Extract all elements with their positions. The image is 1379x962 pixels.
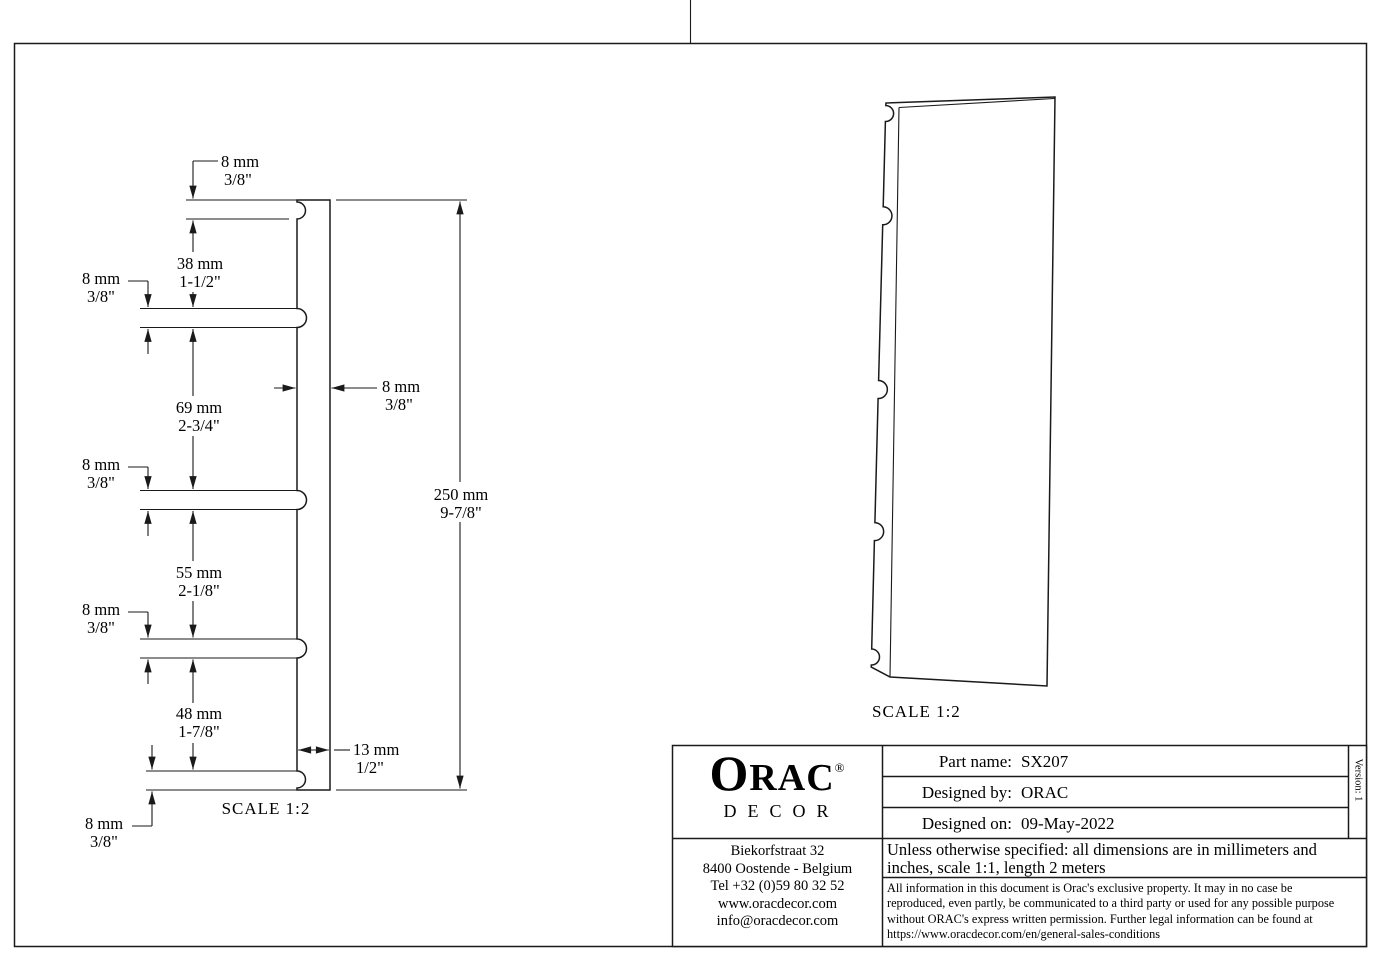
dim-thickness-8-inch: 3/8" xyxy=(385,395,413,414)
dim-55-mm: 55 mm xyxy=(176,563,222,582)
address-line-city: 8400 Oostende - Belgium xyxy=(702,860,853,877)
dim-250-inch: 9-7/8" xyxy=(440,503,482,522)
extension-lines xyxy=(140,199,467,791)
address-line-email: info@oracdecor.com xyxy=(716,913,839,930)
title-block-frame xyxy=(671,744,1368,948)
registered-trademark-icon: ® xyxy=(834,760,846,775)
dimension-labels: 8 mm 3/8" 38 mm 1-1/2" 8 mm 3/8" 69 mm 2… xyxy=(82,152,488,851)
dim-bottom-8-mm: 8 mm xyxy=(85,814,123,833)
front-left-corner-edge xyxy=(889,107,900,678)
company-address: Biekorfstraat 32 8400 Oostende - Belgium… xyxy=(684,843,871,931)
board-outline xyxy=(870,96,1056,687)
dim-groove3-8-inch: 3/8" xyxy=(87,618,115,637)
profile-outline xyxy=(296,199,331,791)
orac-logo: ORAC® DECOR xyxy=(684,746,871,822)
dim-38-mm: 38 mm xyxy=(177,254,223,273)
top-front-edge xyxy=(898,97,1055,109)
part-name-value: SX207 xyxy=(1021,752,1069,771)
dim-38-inch: 1-1/2" xyxy=(179,272,221,291)
version-label: Version: 1 xyxy=(1352,758,1364,802)
profile-section-view: 8 mm 3/8" 38 mm 1-1/2" 8 mm 3/8" 69 mm 2… xyxy=(82,152,495,851)
orac-logo-wordmark: ORAC® xyxy=(684,746,871,800)
dim-69-mm: 69 mm xyxy=(176,398,222,417)
dim-groove2-8-mm: 8 mm xyxy=(82,455,120,474)
designed-on-label: Designed on: xyxy=(921,814,1012,833)
dim-250-mm: 250 mm xyxy=(434,485,489,504)
part-name-label: Part name: xyxy=(938,752,1012,771)
perspective-scale-label: SCALE 1:2 xyxy=(872,702,961,721)
designed-on-value: 09-May-2022 xyxy=(1021,814,1115,833)
dim-69-inch: 2-3/4" xyxy=(178,416,220,435)
dim-groove1-8-inch: 3/8" xyxy=(87,287,115,306)
title-block-grid xyxy=(671,744,1368,948)
dim-48-mm: 48 mm xyxy=(176,704,222,723)
perspective-view: SCALE 1:2 xyxy=(870,96,1056,721)
dimension-label-backgrounds xyxy=(169,252,495,743)
address-line-street: Biekorfstraat 32 xyxy=(730,843,825,859)
dim-groove1-8-mm: 8 mm xyxy=(82,269,120,288)
designed-by-value: ORAC xyxy=(1021,783,1069,802)
spec-note: Unless otherwise specified: all dimensio… xyxy=(887,840,1317,878)
orac-logo-text: ORAC xyxy=(709,745,835,801)
dim-bottom-8-inch: 3/8" xyxy=(90,832,118,851)
designed-by-label: Designed by: xyxy=(921,783,1012,802)
dim-top-8-mm: 8 mm xyxy=(221,152,259,171)
profile-scale-label: SCALE 1:2 xyxy=(222,799,311,818)
address-line-phone: Tel +32 (0)59 80 32 52 xyxy=(710,878,845,895)
dim-13-inch: 1/2" xyxy=(356,758,384,777)
dim-groove3-8-mm: 8 mm xyxy=(82,600,120,619)
dim-thickness-8-mm: 8 mm xyxy=(382,377,420,396)
dimension-lines xyxy=(128,160,464,827)
dim-top-8-inch: 3/8" xyxy=(224,170,252,189)
address-line-website: www.oracdecor.com xyxy=(717,895,838,912)
legal-note: All information in this document is Orac… xyxy=(887,881,1335,942)
orac-logo-subtext: DECOR xyxy=(723,801,840,821)
dim-48-inch: 1-7/8" xyxy=(178,722,220,741)
dim-13-mm: 13 mm xyxy=(353,740,399,759)
dim-groove2-8-inch: 3/8" xyxy=(87,473,115,492)
dim-55-inch: 2-1/8" xyxy=(178,581,220,600)
